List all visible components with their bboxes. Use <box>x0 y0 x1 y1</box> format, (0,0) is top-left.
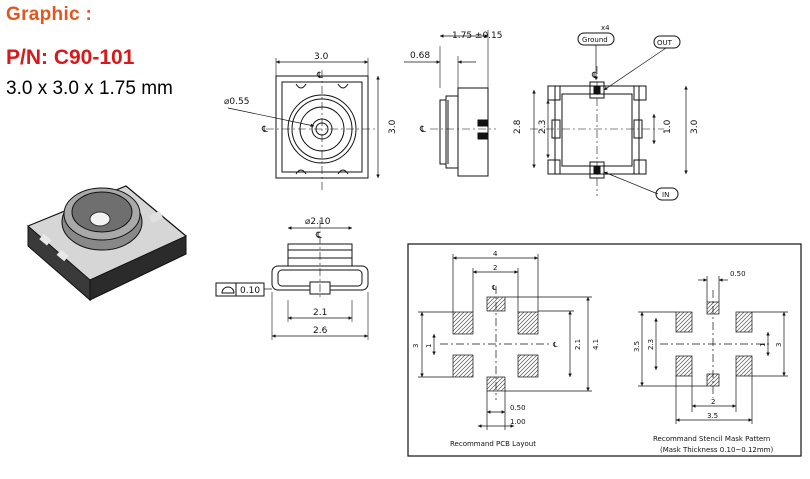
graphic-title: Graphic : <box>6 4 93 25</box>
pcb-dim-2-1: 2.1 <box>574 339 582 350</box>
pcb-dim-2: 2 <box>493 264 497 272</box>
pcb-layout <box>418 254 592 430</box>
front-dim-2-1: 2.1 <box>313 308 327 318</box>
top-width-dim: 3.0 <box>314 52 329 62</box>
pcb-centerline-mark-right: ℄ <box>553 341 558 349</box>
side-height-dim: 1.75 ±0.15 <box>452 31 502 41</box>
front-centerline-mark: ℄ <box>315 231 322 241</box>
pcb-dim-4: 4 <box>493 250 498 258</box>
stencil-dim-0-50: 0.50 <box>730 270 746 278</box>
stencil-dim-2: 2 <box>711 398 715 406</box>
bottom-dim-2-3: 2.3 <box>538 120 548 134</box>
front-diameter-dim: ⌀2.10 <box>305 217 331 227</box>
hole-diameter-dim: ⌀0.55 <box>224 97 249 107</box>
stencil-dim-1: 1 <box>759 343 767 347</box>
bottom-dim-3-0: 3.0 <box>690 119 700 134</box>
ground-label: Ground <box>582 36 608 44</box>
side-centerline-mark: ℄ <box>419 125 426 135</box>
pcb-dim-3: 3 <box>412 344 420 348</box>
bottom-centerline-mark: ℄ <box>591 71 598 81</box>
layout-frame <box>407 243 802 457</box>
top-view <box>227 58 380 190</box>
stencil-dim-2-3: 2.3 <box>647 339 655 350</box>
pcb-dim-0-50: 0.50 <box>510 404 526 412</box>
top-height-dim: 3.0 <box>388 119 398 134</box>
stencil-dim-3-5-horizontal: 3.5 <box>707 412 718 420</box>
dimensions-text: 3.0 x 3.0 x 1.75 mm <box>6 78 173 99</box>
front-view <box>215 220 369 340</box>
pcb-dim-4-1: 4.1 <box>592 339 600 350</box>
pcb-caption: Recommand PCB Layout <box>450 440 536 448</box>
side-offset-dim: 0.68 <box>410 51 430 61</box>
stencil-note: (Mask Thickness 0.10~0.12mm) <box>660 446 773 454</box>
stencil-dim-3: 3 <box>775 343 783 347</box>
bottom-dim-1-0: 1.0 <box>663 119 673 134</box>
stencil-caption: Recommand Stencil Mask Pattern <box>653 435 770 443</box>
stencil-dim-3-5-vertical: 3.5 <box>633 341 641 352</box>
stencil-pattern <box>638 276 788 424</box>
pcb-dim-1: 1 <box>425 344 433 348</box>
in-label: IN <box>662 191 669 199</box>
count-label: x4 <box>601 24 610 32</box>
top-centerline-mark: ℄ <box>316 71 323 81</box>
side-view <box>404 30 496 177</box>
flatness-dim: 0.10 <box>240 286 260 296</box>
top-centerline-mark-left: ℄ <box>261 125 268 135</box>
pcb-centerline-mark: ℄ <box>492 284 497 292</box>
pcb-dim-1-00: 1.00 <box>510 418 526 426</box>
front-dim-2-6: 2.6 <box>313 326 328 336</box>
bottom-view <box>530 32 688 201</box>
out-label: OUT <box>657 39 673 47</box>
part-number: P/N: C90-101 <box>6 46 135 69</box>
bottom-dim-2-8: 2.8 <box>513 119 523 134</box>
component-3d-render <box>27 185 188 302</box>
